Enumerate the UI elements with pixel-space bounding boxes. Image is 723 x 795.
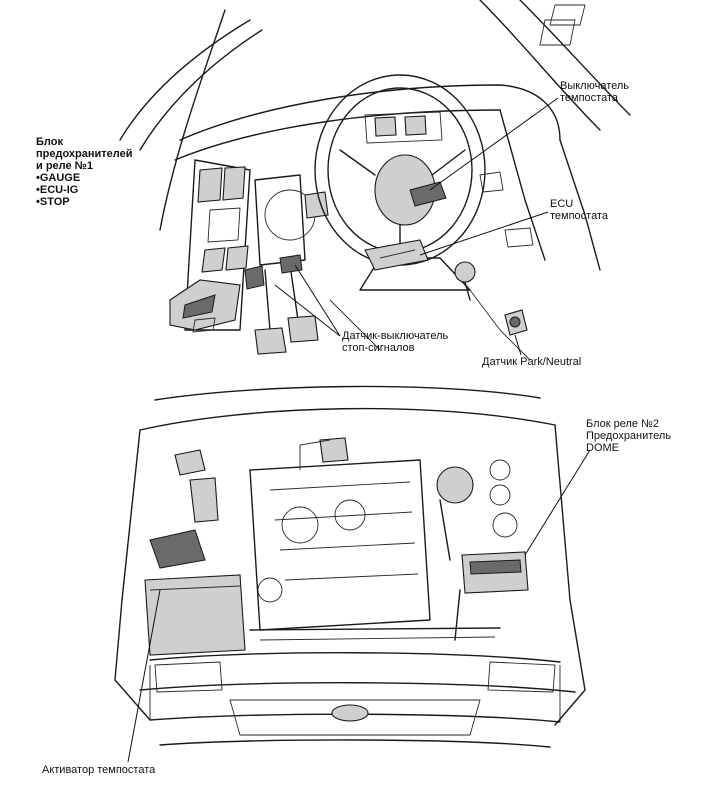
label-cruise-control-switch: Выключатель темпостата [560,80,630,104]
label-cruise-control-ecu: ECU темпостата [550,198,608,222]
label-park-neutral-switch: Датчик Park/Neutral [482,356,582,368]
label-cruise-control-actuator: Активатор темпостата [42,764,156,776]
label-stop-light-switch: Датчик-выключатель стоп-сигналов [342,330,449,354]
label-relay-block-2: Блок реле №2 Предохранитель DOME [586,418,672,454]
engine-bay-illustration [114,385,591,763]
cabin-illustration [119,0,631,361]
label-fuse-relay-block-1: Блок предохранителей и реле №1 •GAUGE •E… [36,136,133,208]
